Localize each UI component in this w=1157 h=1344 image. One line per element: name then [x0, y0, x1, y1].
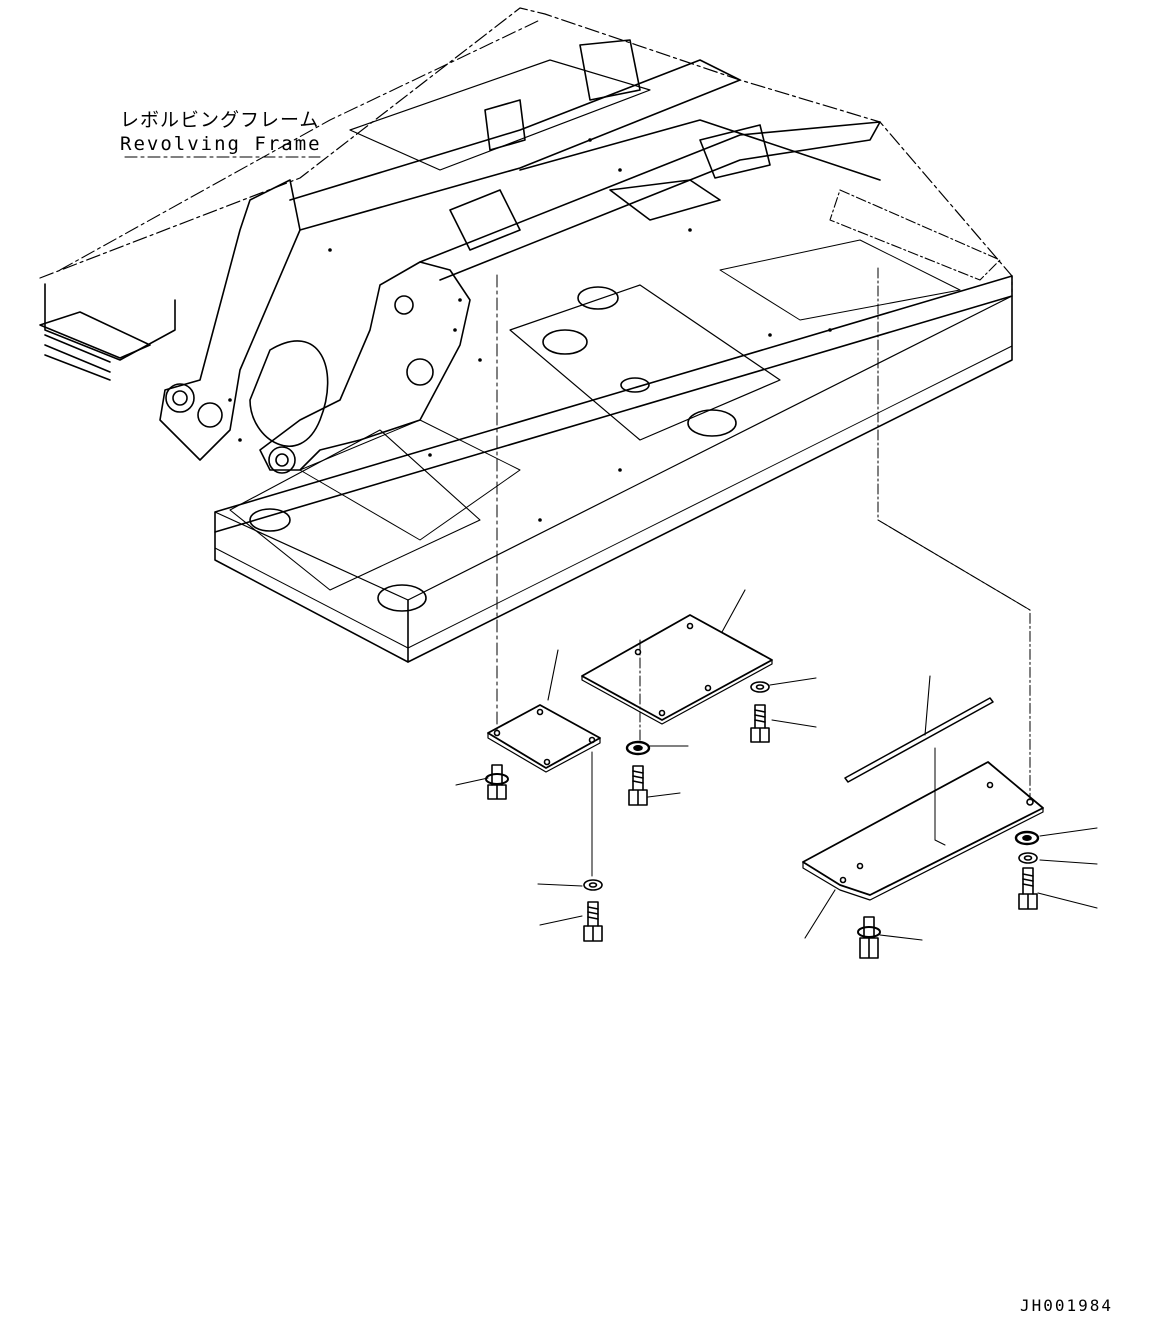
bolt-icon: [485, 764, 509, 800]
assembly-lines: [496, 267, 1031, 877]
bolt-icon: [1018, 867, 1038, 910]
washer-icon: [583, 879, 603, 891]
bolt-icon: [628, 765, 648, 806]
callout-leaders: [124, 156, 1098, 941]
cover-plate-icon: [487, 704, 601, 773]
bolt-icon: [750, 704, 770, 743]
cover-plate-icon: [581, 614, 773, 725]
cover-plate-icon: [802, 761, 1044, 901]
washer-icon: [750, 681, 770, 693]
washer-icon: [625, 740, 651, 756]
bolt-icon: [583, 901, 603, 942]
washer-icon: [1014, 830, 1040, 846]
frame-icon: [39, 7, 1013, 663]
washer-icon: [1018, 852, 1038, 864]
drawing-number: JH001984: [1020, 1296, 1114, 1315]
seal-strip: [844, 697, 994, 783]
frame-label-japanese: レボルビングフレーム: [120, 109, 320, 131]
frame-label-english: Revolving Frame: [120, 133, 322, 155]
bolt-icon: [857, 916, 881, 959]
